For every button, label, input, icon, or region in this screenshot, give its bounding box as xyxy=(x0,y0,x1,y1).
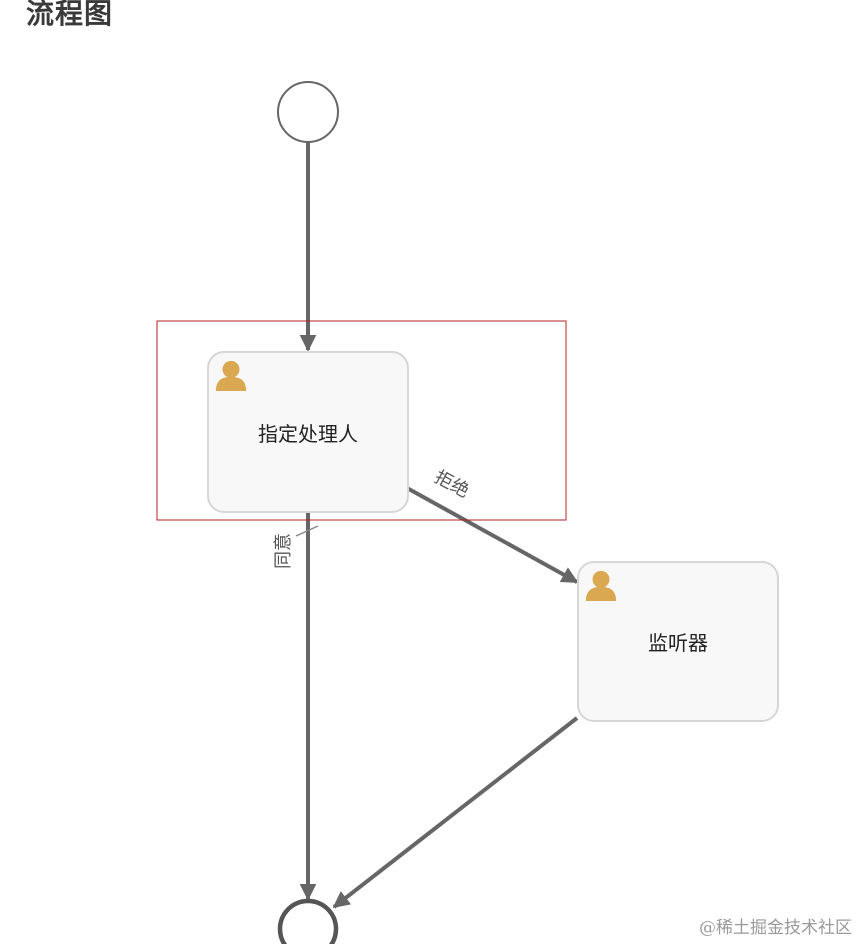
reject-flow[interactable] xyxy=(406,486,579,584)
reject-flow-label: 拒绝 xyxy=(431,467,473,502)
task-listener[interactable]: 监听器 xyxy=(577,561,779,722)
task-assign-handler-label: 指定处理人 xyxy=(258,422,358,446)
page-title: 流程图 xyxy=(26,0,114,29)
selection-box xyxy=(156,320,567,521)
start-event[interactable] xyxy=(277,81,339,143)
watermark: @稀土掘金技术社区 xyxy=(699,918,852,938)
task-listener-label: 监听器 xyxy=(648,631,708,655)
task-listener-box[interactable] xyxy=(577,561,779,722)
agree-flow-label: 同意 xyxy=(273,533,294,569)
listener-to-end-flow[interactable] xyxy=(332,716,579,909)
agree-label-connector xyxy=(295,525,319,537)
task-assign-handler-box[interactable] xyxy=(207,351,409,513)
task-assign-handler[interactable]: 指定处理人 xyxy=(207,351,409,513)
end-event[interactable] xyxy=(277,898,339,944)
